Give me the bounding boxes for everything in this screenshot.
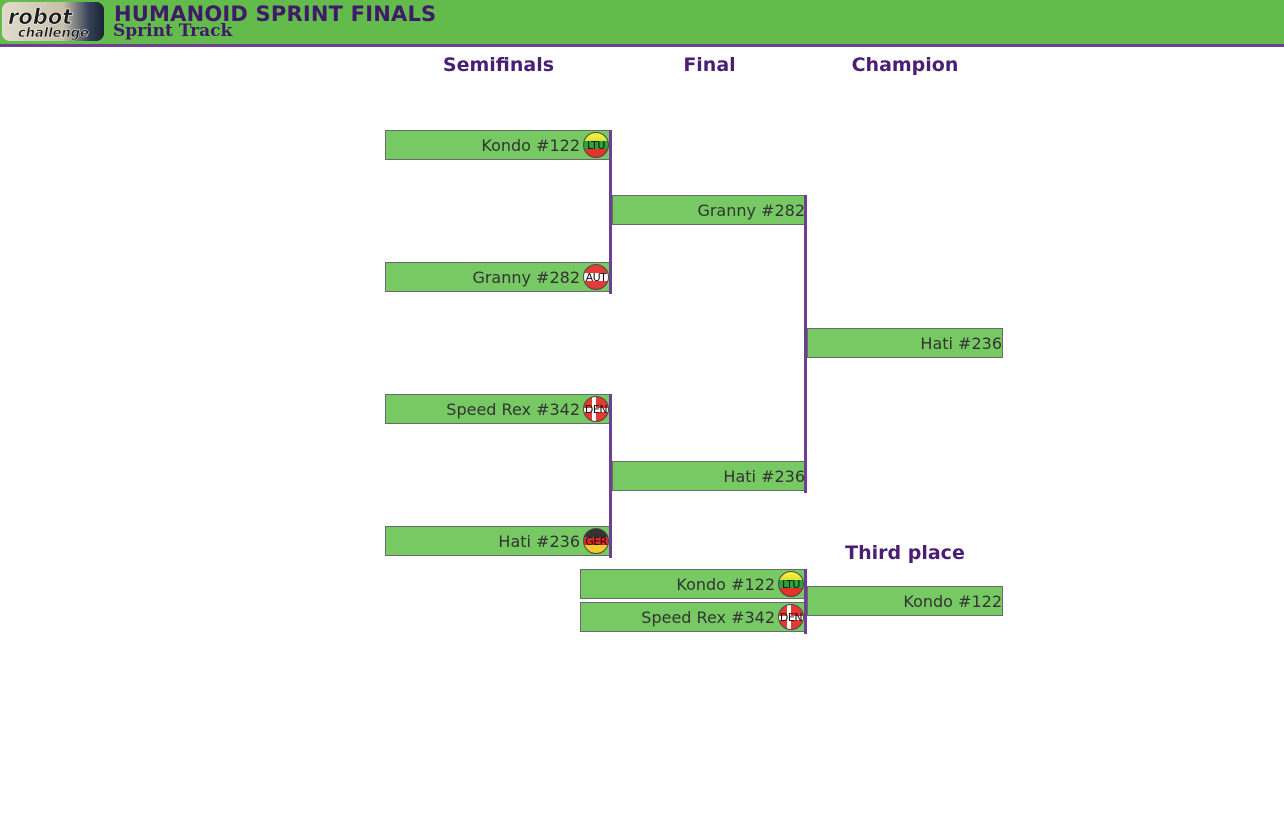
heading-final: Final [683,54,736,76]
robot-challenge-logo[interactable]: robot challenge [2,2,104,41]
bracket-connector [609,394,612,558]
entry-name: Kondo #122 [903,592,1002,611]
entry-name: Hati #236 [498,532,580,551]
bracket-connector [804,195,807,493]
bracket-connector [609,130,612,294]
page-title: HUMANOID SPRINT FINALS [114,2,437,26]
bracket-connector [804,569,807,634]
lithuania-flag-icon: LTU [778,571,804,597]
entry-name: Speed Rex #342 [641,608,775,627]
entry-name: Hati #236 [920,334,1002,353]
semifinal-entry[interactable]: Granny #282 AUT [385,262,611,292]
denmark-flag-icon: DEN [583,396,609,422]
final-entry[interactable]: Hati #236 [612,461,806,491]
heading-champion: Champion [851,54,959,76]
entry-name: Granny #282 [697,201,805,220]
svg-text:challenge: challenge [18,26,89,41]
denmark-flag-icon: DEN [778,604,804,630]
heading-semifinals: Semifinals [442,54,555,76]
page-subtitle: Sprint Track [113,21,233,41]
germany-flag-icon: GER [583,528,609,554]
semifinal-entry[interactable]: Kondo #122 LTU [385,130,611,160]
final-entry[interactable]: Granny #282 [612,195,806,225]
semifinal-entry[interactable]: Hati #236 GER [385,526,611,556]
lithuania-flag-icon: LTU [583,132,609,158]
third-place-entry[interactable]: Speed Rex #342 DEN [580,602,806,632]
entry-name: Kondo #122 [481,136,580,155]
third-place-entry[interactable]: Kondo #122 LTU [580,569,806,599]
svg-text:robot: robot [8,5,73,29]
entry-name: Kondo #122 [676,575,775,594]
entry-name: Hati #236 [723,467,805,486]
semifinal-entry[interactable]: Speed Rex #342 DEN [385,394,611,424]
entry-name: Speed Rex #342 [446,400,580,419]
austria-flag-icon: AUT [583,264,609,290]
entry-name: Granny #282 [472,268,580,287]
third-place-winner-entry[interactable]: Kondo #122 [807,586,1003,616]
champion-entry[interactable]: Hati #236 [807,328,1003,358]
page-header: robot challenge HUMANOID SPRINT FINALS S… [0,0,1284,47]
logo-image: robot challenge [2,2,104,41]
heading-third-place: Third place [845,542,965,564]
